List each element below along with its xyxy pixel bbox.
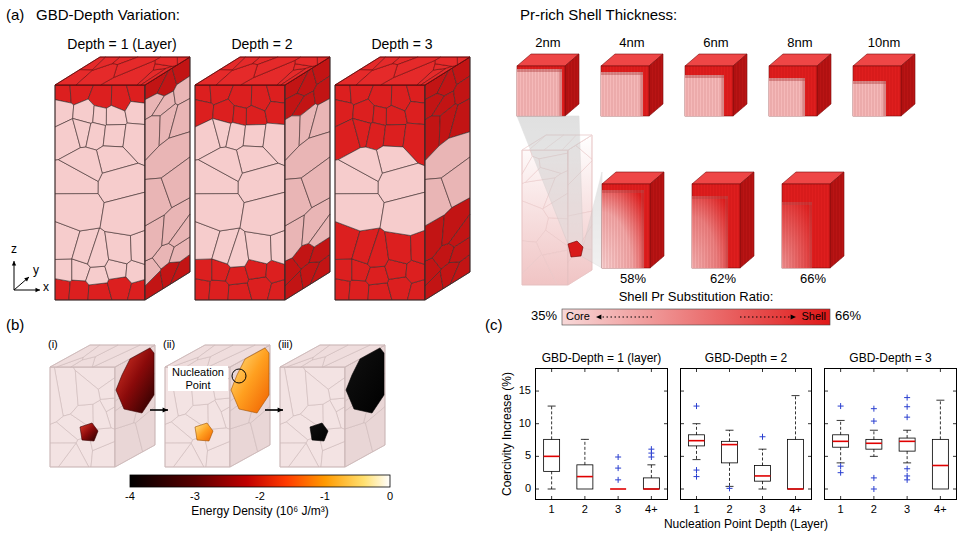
energy-colorbar [130,475,390,487]
faded-grain-block [50,345,155,467]
colorbar-tick: -2 [255,490,265,503]
ratio-colorbar [562,309,830,325]
shell-model [853,54,915,116]
grain-highlight [195,423,213,441]
axis-title: Nucleation Point Depth (Layer) [664,518,828,532]
plot-panel: GBD-Depth = 1 (layer) [535,368,668,500]
subpanel-label: (ii) [163,338,175,351]
subpanel-label: (i) [48,338,58,351]
tick-label: 1 [693,503,699,516]
grain-block [195,57,330,300]
section-heading: Pr-rich Shell Thickness: [520,6,677,23]
panel-title: GBD-Depth = 1 (layer) [542,352,662,366]
callout-text: Nucleation Point [168,366,228,391]
tick-label: 1 [549,503,555,516]
tick-label: 3 [759,503,765,516]
gradient-shell-model [602,172,664,268]
faded-grain-block [165,345,270,467]
tick-label: 4+ [789,503,802,516]
grain-highlight [231,348,269,413]
shell-model [769,54,831,116]
tick-label: 2 [582,503,588,516]
shell-model [517,54,579,116]
tick-label: 1 [838,503,844,516]
tick-label: 3 [615,503,621,516]
faded-grain-block [280,345,385,467]
colorbar-inner-label: Core [566,310,590,323]
colorbar-title: Shell Pr Substitution Ratio: [619,290,774,305]
plot-panel: GBD-Depth = 2 [680,368,812,500]
grain-highlight [346,348,384,413]
nucleation-marker [232,369,246,383]
section-heading: GBD-Depth Variation: [36,6,180,23]
box-plot [824,368,957,500]
panel-title: GBD-Depth = 3 [849,352,931,366]
tick-label: 10 [519,417,531,430]
ratio-label: 62% [710,272,736,287]
gradient-shell-model [782,172,844,268]
tick-label: 2 [726,503,732,516]
colorbar-end-label: 66% [835,309,861,324]
axis-letter: y [33,264,39,278]
box-plot [680,368,812,500]
colorbar-title: Energy Density (10⁶ J/m³) [191,505,329,519]
axis-letter: z [11,243,17,257]
step-arrow [150,407,283,412]
tick-label: 4+ [645,503,658,516]
thickness-label: 10nm [868,36,901,51]
tick-label: 5 [525,449,531,462]
tick-label: 0 [525,482,531,495]
ratio-label: 66% [800,272,826,287]
grain-block [335,57,470,300]
colorbar-tick: -4 [125,490,135,503]
colorbar-inner-label: Shell [802,310,826,323]
axis-title: Coercivity Increase (%) [501,372,515,496]
colorbar-tick: 0 [387,490,393,503]
faded-block [517,116,602,285]
shell-model [685,54,747,116]
plot-panel: GBD-Depth = 3 [824,368,957,500]
colorbar-tick: -1 [320,490,330,503]
panel-title: GBD-Depth = 2 [705,352,787,366]
grain-highlight [116,348,154,413]
tick-label: 4+ [934,503,947,516]
grain-highlight [80,423,98,441]
shell-model [601,54,663,116]
thickness-label: 4nm [619,36,644,51]
tick-label: 15 [519,384,531,397]
subpanel-label: (iii) [278,338,293,351]
tick-label: 2 [871,503,877,516]
axis-letter: x [43,281,49,295]
colorbar-tick: -3 [190,490,200,503]
depth-label: Depth = 1 (Layer) [67,36,176,52]
grain-block [55,57,190,300]
thickness-label: 6nm [703,36,728,51]
depth-label: Depth = 3 [371,36,432,52]
panel-letter: (a) [6,6,24,23]
panel-letter: (b) [6,316,24,333]
grain-highlight [310,423,328,441]
axis-triad [12,261,40,292]
depth-label: Depth = 2 [231,36,292,52]
gradient-shell-model [692,172,754,268]
ratio-label: 58% [620,272,646,287]
colorbar-end-label: 35% [531,309,557,324]
tick-label: 3 [904,503,910,516]
thickness-label: 8nm [787,36,812,51]
box-plot [535,368,668,500]
panel-letter: (c) [485,316,503,333]
thickness-label: 2nm [535,36,560,51]
